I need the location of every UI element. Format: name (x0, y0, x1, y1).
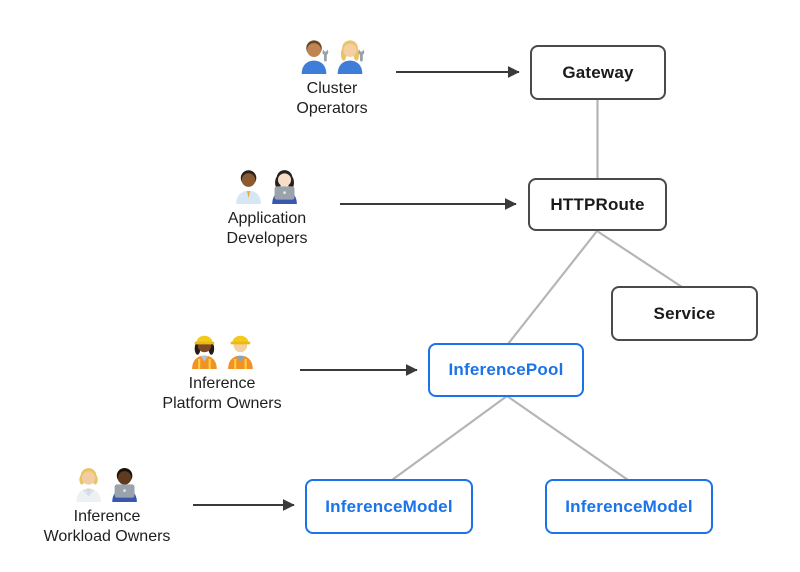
service-node: Service (611, 286, 758, 341)
edge-httproute-inferencepool (507, 230, 598, 345)
inferencepool-node: InferencePool (428, 343, 584, 397)
persona-label-inference-workload-owners: Inference Workload Owners (43, 508, 171, 545)
woman-mechanic-emoji (337, 40, 365, 74)
edge-inferencepool-inferencemodel-left (391, 395, 508, 481)
persona-inference-workload-owners: Inference Workload Owners (43, 464, 171, 546)
office-worker-and-woman-technologist-emoji-pair-icon (236, 170, 298, 204)
woman-construction-worker-emoji (191, 335, 217, 369)
resource-edges (391, 100, 686, 481)
woman-technologist-emoji (272, 170, 298, 204)
gateway-node: Gateway (530, 45, 666, 100)
edge-httproute-service (596, 230, 686, 290)
persona-label-cluster-operators: Cluster Operators (296, 80, 368, 117)
mechanics-emoji-pair-icon (301, 40, 365, 74)
persona-label-inference-platform-owners: Inference Platform Owners (162, 375, 282, 412)
persona-cluster-operators: Cluster Operators (296, 36, 368, 118)
httproute-node: HTTPRoute (528, 178, 667, 231)
inferencemodel-node-right: InferenceModel (545, 479, 713, 534)
man-construction-worker-emoji (227, 335, 253, 369)
construction-workers-emoji-pair-icon (191, 335, 253, 369)
man-mechanic-emoji (301, 40, 329, 74)
persona-inference-platform-owners: Inference Platform Owners (162, 331, 282, 413)
persona-arrows (193, 66, 520, 511)
edge-inferencepool-inferencemodel-right (506, 395, 629, 481)
persona-label-application-developers: Application Developers (226, 210, 308, 247)
man-technologist-emoji (112, 468, 138, 502)
health-worker-emoji (76, 468, 102, 502)
persona-application-developers: Application Developers (226, 166, 308, 248)
health-worker-and-man-technologist-emoji-pair-icon (76, 468, 138, 502)
man-office-worker-emoji (236, 170, 262, 204)
inferencemodel-node-left: InferenceModel (305, 479, 473, 534)
